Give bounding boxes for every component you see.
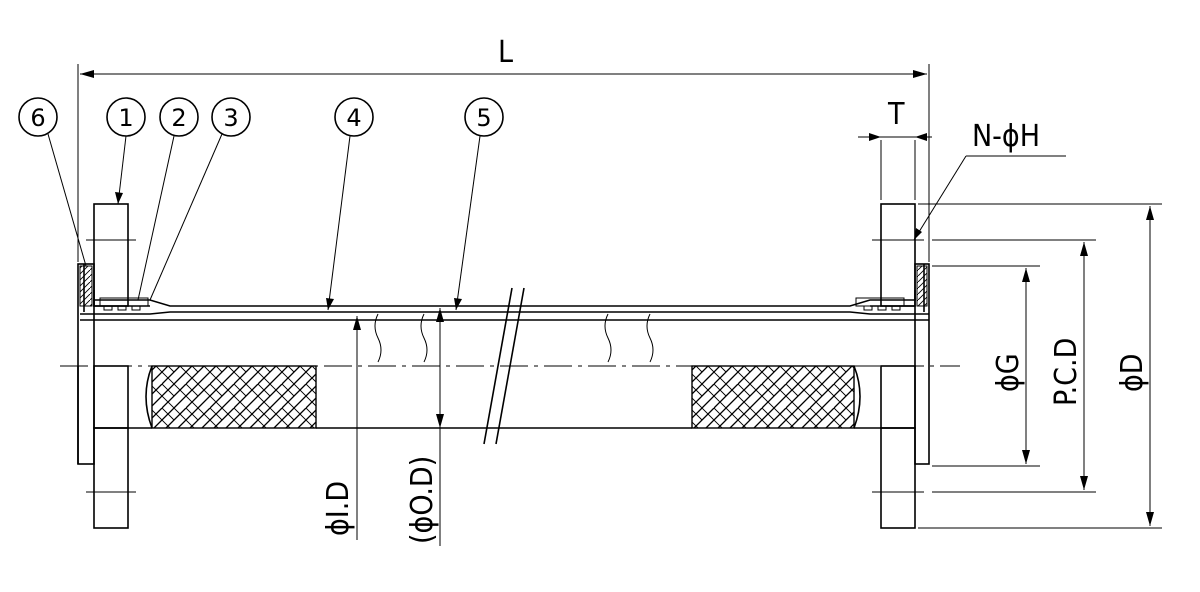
callout-1: 1 [106,97,146,205]
svg-text:6: 6 [30,104,45,132]
inner-dia-label: ϕI.D [321,481,356,536]
callout-2: 2 [137,97,199,301]
hose-diameter-dimensions: ϕI.D (ϕO.D) [321,308,444,546]
length-label: L [498,35,513,70]
callout-4: 4 [326,97,374,311]
bolt-hole-label: N-ϕH [972,119,1040,154]
diameter-dimensions: ϕG P.C.D ϕD [918,203,1162,529]
callout-6: 6 [18,97,87,267]
hose-section-upper [80,264,929,321]
bolt-hole-leader: N-ϕH [913,119,1066,241]
hose-braid-lower [128,365,881,429]
svg-text:2: 2 [171,104,186,132]
svg-text:3: 3 [223,104,238,132]
thickness-dimension: T [858,97,932,200]
break-lines [374,287,654,445]
callout-5: 5 [454,97,504,311]
gasket-dia-label: ϕG [991,353,1026,392]
callout-3: 3 [149,97,251,301]
svg-text:5: 5 [476,104,491,132]
pitch-circle-label: P.C.D [1049,338,1084,406]
flange-dia-label: ϕD [1115,353,1150,392]
length-dimension: L [77,35,930,262]
outer-dia-label: (ϕO.D) [405,456,440,544]
svg-text:4: 4 [346,104,361,132]
svg-text:1: 1 [118,104,133,132]
thickness-label: T [887,97,905,132]
